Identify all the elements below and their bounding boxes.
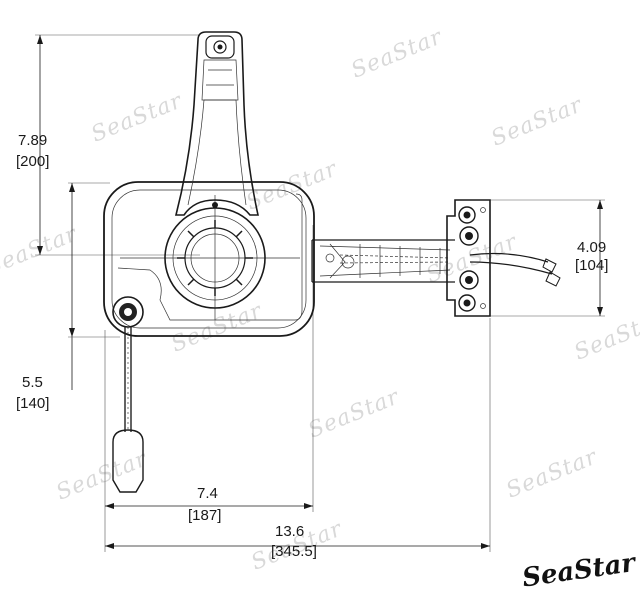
width-overall-mm: [345.5] <box>271 543 317 560</box>
hub-detents <box>177 220 253 296</box>
height-lower-mm: [140] <box>16 395 49 412</box>
width-housing-inches: 7.4 <box>197 485 218 502</box>
kill-switch <box>112 296 144 493</box>
watermark: SeaStar <box>243 156 342 215</box>
height-lower-inches: 5.5 <box>22 374 43 391</box>
watermark: SeaStar <box>503 444 602 503</box>
height-lever-mm: [200] <box>16 153 49 170</box>
dimension-lines <box>35 34 605 552</box>
watermark: SeaStar <box>571 306 640 365</box>
watermark: SeaStar <box>88 88 187 147</box>
control-housing <box>103 181 315 337</box>
watermark: SeaStar <box>488 92 587 151</box>
height-bracket-mm: [104] <box>575 257 608 274</box>
watermark: SeaStar <box>53 446 152 505</box>
height-bracket-inches: 4.09 <box>577 239 606 256</box>
mounting-bracket <box>446 199 491 317</box>
height-lever-inches: 7.89 <box>18 132 47 149</box>
brand-logo: SeaStar <box>520 548 639 589</box>
watermarks: SeaStar SeaStar SeaStar SeaStar SeaStar … <box>0 24 640 575</box>
dimension-labels: 7.89 [200] 5.5 [140] 7.4 [187] 13.6 [345… <box>16 132 608 560</box>
width-housing-mm: [187] <box>188 507 221 524</box>
wire-harness <box>311 239 561 287</box>
watermark: SeaStar <box>348 24 447 83</box>
control-lever <box>174 31 259 216</box>
watermark: SeaStar <box>305 384 404 443</box>
width-overall-inches: 13.6 <box>275 523 304 540</box>
